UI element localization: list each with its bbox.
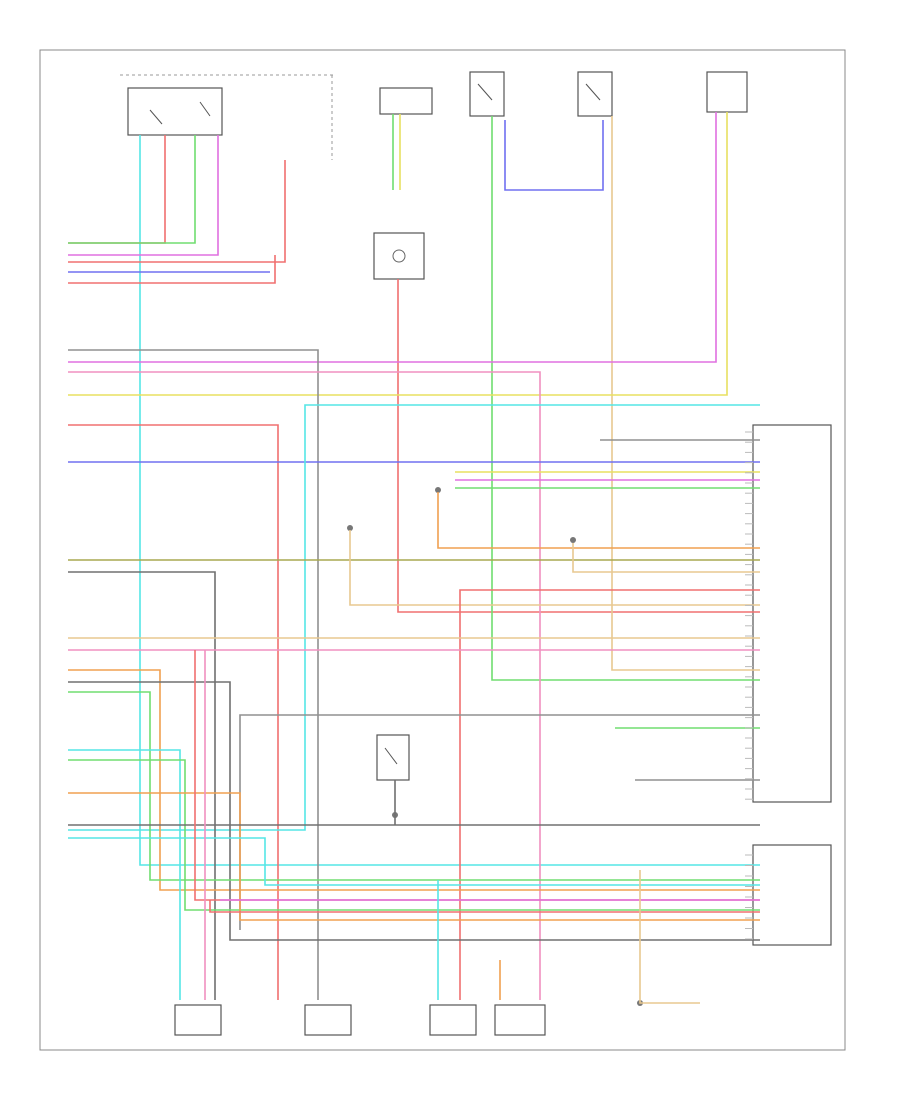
output-shaft-speed-sensor: [174, 1004, 222, 1036]
wire-red-sol: [194, 650, 760, 901]
wire-magenta-range: [68, 135, 219, 256]
transmission-solenoid-connector: [752, 844, 832, 946]
range-switch-contacts: [149, 101, 211, 125]
diagram-frame: [39, 49, 846, 1051]
ground-point-2: [435, 487, 441, 493]
hot-at-all-times-fuse-box: [379, 87, 433, 115]
wire-orange-pcm-3: [68, 792, 760, 921]
turbine-speed-sensor: [304, 1004, 352, 1036]
powertrain-control-module-connector: [752, 424, 832, 803]
wire-tan-od-sensor: [349, 530, 760, 606]
wire-green-pcm-4: [68, 759, 760, 911]
wire-red-bus: [68, 424, 279, 1000]
vehicle-speed-sensor: [494, 1004, 546, 1036]
wire-yellow-od: [68, 112, 728, 396]
wire-cyan-pcm: [68, 404, 760, 831]
brake-switch-2-contact: [585, 83, 601, 101]
splice-junction-box: [373, 232, 425, 280]
wire-dark-pcm-2: [68, 681, 760, 941]
brake-switch-1-contact: [477, 83, 493, 101]
wire-cyan-range: [139, 135, 760, 866]
overdrive-cancel-switch: [706, 71, 748, 113]
wire-green-range: [68, 135, 196, 244]
overdrive-switch-contact: [384, 747, 398, 765]
wire-cyan-sol: [68, 837, 760, 886]
wire-cyan-pcm-2: [68, 749, 181, 1000]
wire-tan-pcm-2: [572, 543, 760, 573]
wire-red-feed-1: [68, 255, 276, 263]
ground-point-1: [347, 525, 353, 531]
wire-group: [68, 112, 760, 1004]
wire-tan-brake: [611, 116, 760, 671]
wire-tan-gnd: [639, 870, 700, 1004]
wire-red-pcm: [459, 589, 760, 1000]
wire-red-feed-2: [68, 160, 286, 284]
wire-blue-brake-link: [504, 120, 604, 191]
wire-pink-bus: [68, 371, 541, 1000]
transmission-fluid-temp-sensor: [429, 1004, 477, 1036]
overdrive-switch: [376, 734, 410, 781]
wire-red-sol-2: [209, 900, 760, 913]
wire-green-brake: [491, 116, 760, 681]
wire-green-pcm-2: [68, 691, 760, 881]
wire-orange-pcm-2: [68, 669, 760, 891]
transmission-range-sensor-switch: [127, 87, 223, 136]
splice-junction-circle: [392, 249, 406, 263]
wire-gray-bus: [68, 349, 319, 1000]
wire-red-splice: [397, 279, 760, 613]
pcm-pin-markers: [745, 431, 753, 940]
ground-point-3: [570, 537, 576, 543]
wire-dark-pcm: [68, 571, 216, 1000]
brake-pressure-switch-2: [577, 71, 613, 117]
wire-red-range: [68, 135, 166, 244]
wire-orange-pcm: [437, 492, 760, 549]
wire-magenta-od: [68, 112, 717, 363]
